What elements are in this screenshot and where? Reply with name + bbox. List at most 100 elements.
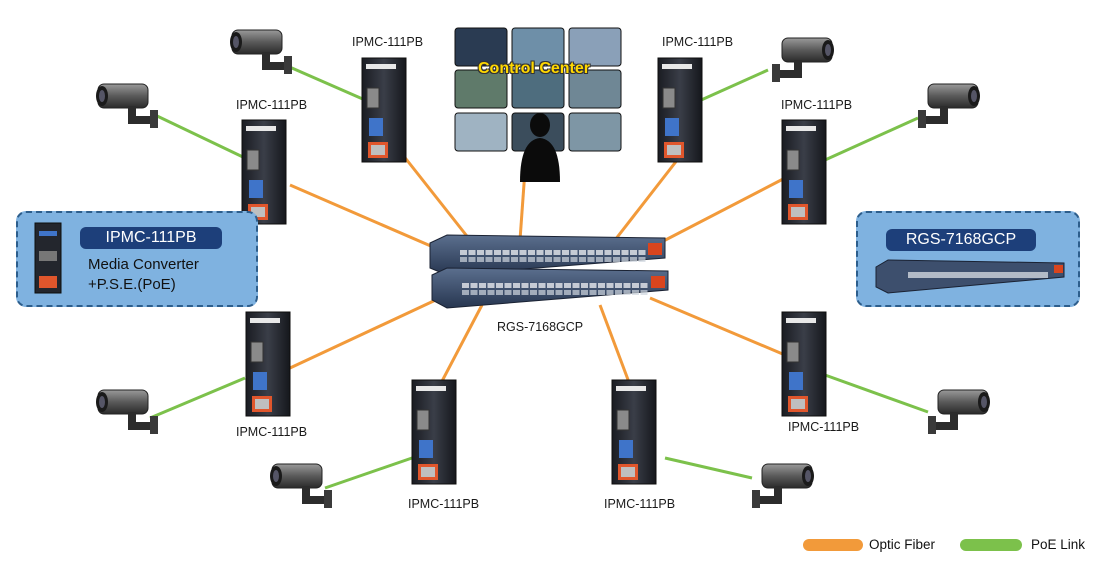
camera-icon — [270, 463, 332, 508]
switch-led-strip — [648, 243, 662, 255]
media-converter-icon — [781, 311, 827, 417]
switch-port — [494, 250, 501, 255]
monitor — [511, 69, 565, 109]
switch-port — [640, 283, 648, 288]
monitor — [568, 112, 622, 152]
switch-port — [521, 283, 529, 288]
switch-port — [470, 283, 478, 288]
switch-port — [528, 257, 535, 262]
switch-port — [460, 257, 467, 262]
poe-link — [149, 376, 246, 420]
converter-label: IPMC-111PB — [352, 35, 424, 49]
switch-port — [572, 283, 580, 288]
legend-label-poe: PoE Link — [1031, 537, 1086, 552]
converters — [241, 57, 827, 485]
control-center-label: Control Center — [478, 60, 590, 77]
switch-port — [479, 290, 486, 295]
switch-icon — [875, 259, 1065, 294]
switch-port — [570, 250, 578, 255]
legend-swatch-optic — [803, 539, 863, 551]
switch-port — [479, 283, 486, 288]
switch-port — [562, 257, 569, 262]
converter-label: IPMC-111PB — [788, 420, 860, 434]
switch-port — [581, 290, 588, 295]
switch-port — [460, 250, 467, 255]
camera-icon — [96, 389, 158, 434]
switch-port — [589, 290, 597, 295]
switch-port — [555, 290, 563, 295]
left-callout: IPMC-111PB Media Converter +P.S.E.(PoE) — [16, 211, 258, 307]
switch-port — [615, 290, 622, 295]
camera-icon — [918, 83, 980, 128]
switch-port — [570, 257, 578, 262]
switch-port — [613, 257, 620, 262]
switch-port — [604, 250, 612, 255]
switch-port — [596, 250, 603, 255]
callout-tag: IPMC-111PB — [80, 227, 222, 249]
switch-port — [504, 283, 512, 288]
media-converter-icon — [781, 119, 827, 225]
switch-port — [545, 257, 552, 262]
switch-port — [504, 290, 512, 295]
switch-port — [623, 283, 631, 288]
fiber-link — [649, 296, 786, 357]
switch-port — [564, 290, 571, 295]
switch-stack — [429, 234, 669, 309]
switch-port — [485, 250, 493, 255]
switch-port — [587, 257, 595, 262]
switch-port — [485, 257, 493, 262]
control-center — [454, 27, 622, 182]
switch-port — [468, 250, 476, 255]
switch-label: RGS-7168GCP — [497, 320, 584, 334]
switch-port — [477, 250, 484, 255]
monitor — [511, 27, 565, 67]
poe-link — [824, 116, 919, 162]
switch-port — [621, 257, 629, 262]
switch-port — [553, 250, 561, 255]
optic-fiber-links — [289, 144, 786, 386]
switch-port — [581, 283, 588, 288]
fiber-link — [598, 304, 632, 386]
switch-port — [640, 290, 648, 295]
legend-label-optic: Optic Fiber — [869, 537, 936, 552]
camera-icon — [772, 37, 834, 82]
poe-links — [149, 63, 929, 490]
switch-port — [562, 250, 569, 255]
camera-icon — [928, 389, 990, 434]
switch-port — [598, 290, 605, 295]
monitor — [568, 27, 622, 67]
switch-port — [468, 257, 476, 262]
fiber-link — [289, 183, 441, 252]
poe-link — [824, 373, 929, 414]
switch-port — [598, 283, 605, 288]
right-callout: RGS-7168GCP — [856, 211, 1080, 307]
switch-port — [462, 283, 469, 288]
switch-port — [496, 290, 503, 295]
converter-label: IPMC-111PB — [781, 98, 853, 112]
converter-label: IPMC-111PB — [236, 425, 308, 439]
switch-port — [519, 257, 527, 262]
switch-port — [630, 257, 637, 262]
switch-port — [638, 250, 646, 255]
switch-port — [623, 290, 631, 295]
switch-port — [513, 290, 520, 295]
poe-link — [324, 456, 413, 490]
switch-port — [579, 250, 586, 255]
switch-port — [511, 257, 518, 262]
switch-port — [494, 257, 501, 262]
camera-icon — [230, 29, 292, 74]
switch-port — [632, 290, 639, 295]
camera-icon — [752, 463, 814, 508]
media-converter-icon — [34, 222, 62, 294]
switch-port — [496, 283, 503, 288]
switch-port — [547, 290, 554, 295]
switch-port — [545, 250, 552, 255]
switch-port — [521, 290, 529, 295]
switch-port — [638, 257, 646, 262]
media-converter-icon — [611, 379, 657, 485]
monitor — [454, 69, 508, 109]
switch-led-strip — [651, 276, 665, 288]
switch-port — [502, 250, 510, 255]
fiber-link — [649, 176, 786, 250]
switch-port — [477, 257, 484, 262]
